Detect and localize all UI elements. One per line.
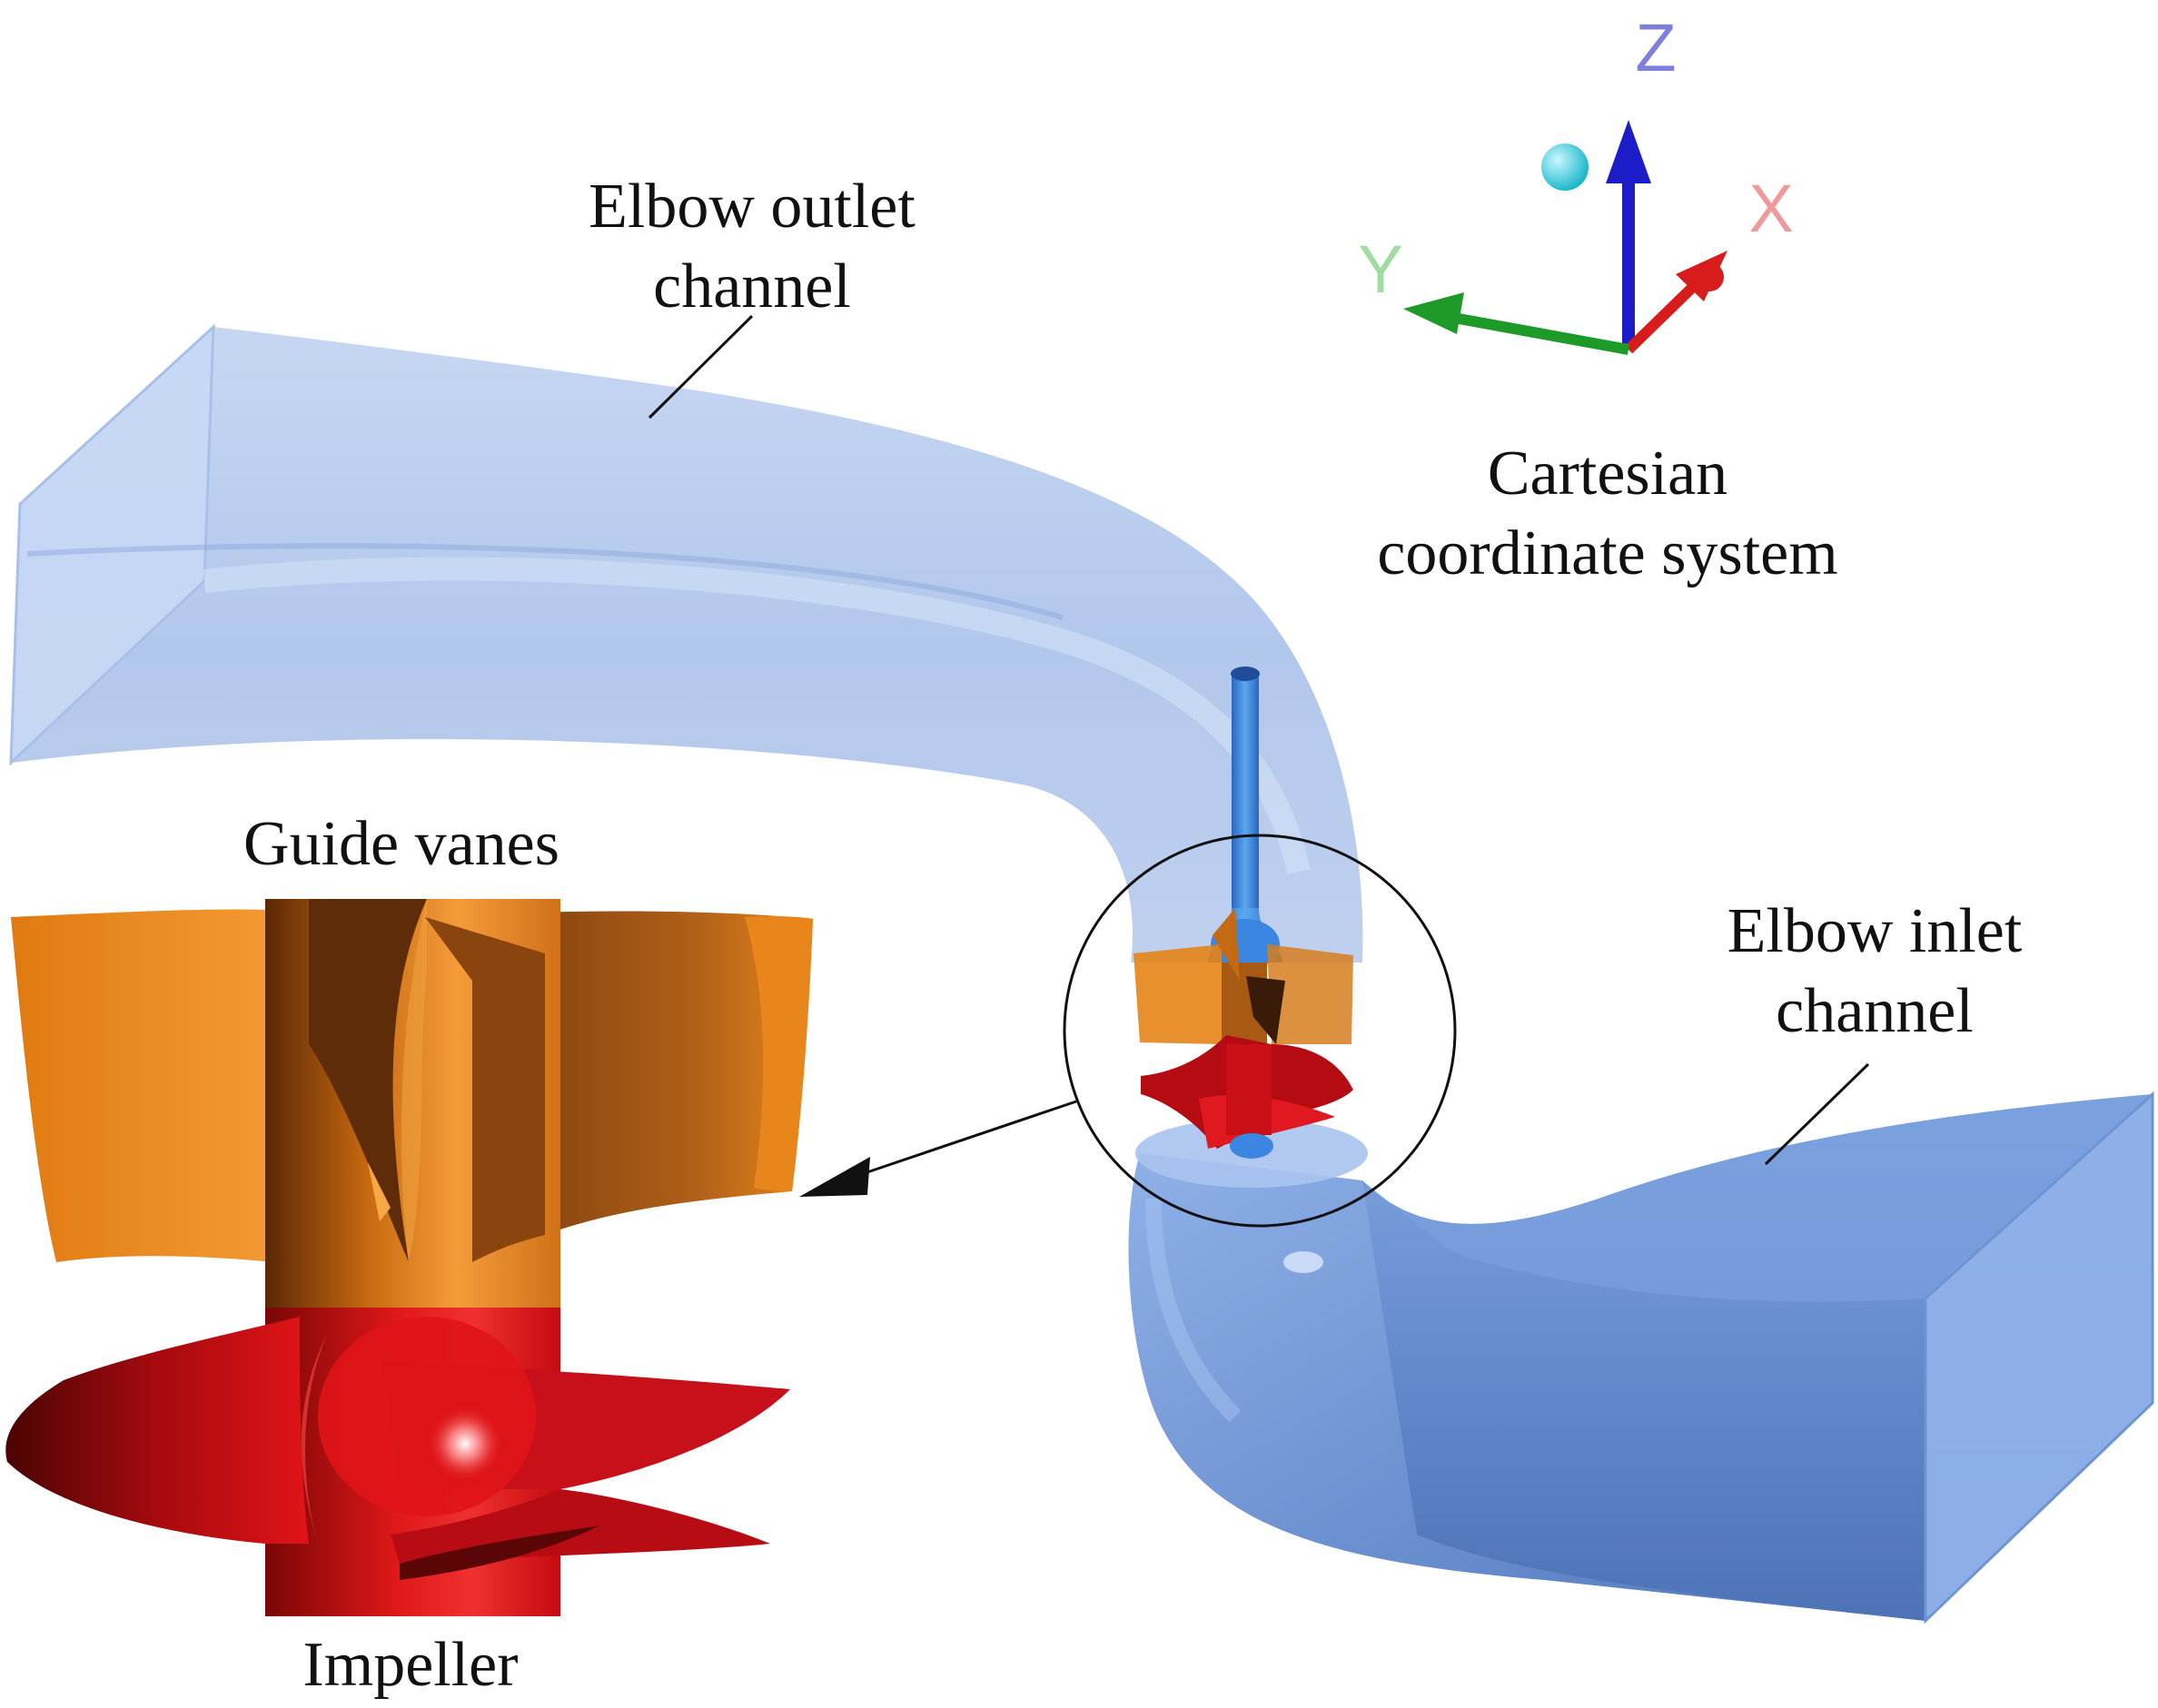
zoom-arrow-head: [799, 1157, 870, 1197]
x-axis-label: X: [1748, 171, 1793, 246]
z-axis-arrow: [1606, 120, 1651, 183]
coordinate-axes: Z X Y: [1358, 10, 1794, 355]
origin-marker-ball: [1541, 143, 1589, 191]
y-axis-arrow: [1403, 292, 1464, 334]
impeller-label: Impeller: [302, 1630, 518, 1700]
coordinate-label-line1: Cartesian: [1488, 439, 1727, 508]
small-impeller: [1141, 1035, 1353, 1159]
text-labels: Elbow outlet channel Cartesian coordinat…: [243, 172, 2023, 1700]
y-axis-label: Y: [1358, 232, 1402, 307]
elbow-inlet-label-line1: Elbow inlet: [1727, 896, 2023, 966]
y-axis-line: [1442, 311, 1630, 355]
outlet-leader-line: [648, 314, 754, 420]
impeller-blade-left: [5, 1317, 309, 1544]
guide-vane-right: [425, 911, 813, 1235]
enlarged-assembly: [5, 899, 813, 1616]
zoom-circle: [1063, 834, 1457, 1228]
elbow-outlet-label-line1: Elbow outlet: [589, 172, 916, 242]
zoom-indicator: [799, 834, 1457, 1228]
impeller-hub-bulb: [318, 1317, 536, 1516]
inlet-leader-line: [1764, 1062, 1870, 1166]
guide-vanes-label: Guide vanes: [243, 809, 559, 879]
hub-highlight: [427, 1406, 503, 1482]
elbow-outlet-channel: [9, 323, 1363, 963]
guide-vane-hub-face: [425, 917, 545, 1262]
guide-vane-front: [309, 899, 427, 1262]
elbow-outlet-label-line2: channel: [653, 252, 851, 321]
guide-vane-right-edge: [745, 916, 813, 1191]
z-axis-label: Z: [1635, 10, 1676, 85]
guide-vane-left: [11, 909, 272, 1262]
zoom-arrow-line: [853, 1100, 1077, 1179]
x-axis-line: [1624, 277, 1703, 354]
coordinate-label-line2: coordinate system: [1377, 518, 1837, 588]
elbow-inlet-label-line2: channel: [1776, 976, 1974, 1046]
elbow-inlet-channel: [1128, 1091, 2154, 1624]
